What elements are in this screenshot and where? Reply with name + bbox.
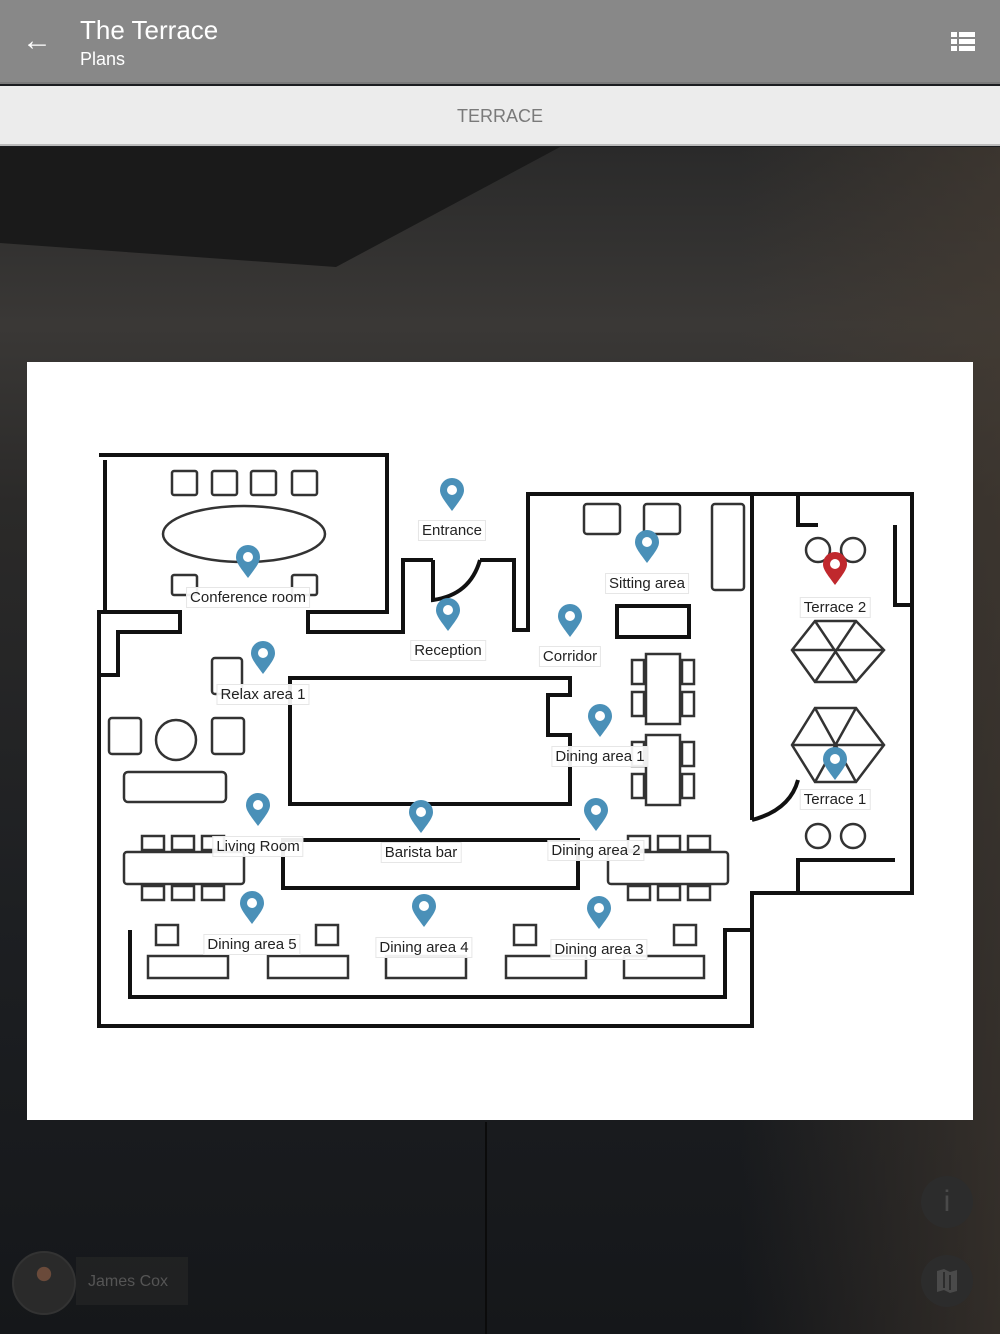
pin-label[interactable]: Living Room <box>212 836 304 857</box>
map-pin-icon[interactable] <box>586 896 612 930</box>
map-pin-icon[interactable] <box>587 704 613 738</box>
page-title: The Terrace <box>80 15 219 45</box>
map-pin-icon[interactable] <box>245 793 271 827</box>
pin-label[interactable]: Entrance <box>417 520 487 541</box>
umbrella-shape <box>0 147 560 267</box>
pin-label[interactable]: Dining area 5 <box>203 934 301 955</box>
pin-label[interactable]: Dining area 1 <box>551 746 649 767</box>
list-view-icon[interactable] <box>951 32 975 52</box>
map-pin-icon[interactable] <box>411 894 437 928</box>
map-pin-icon[interactable] <box>235 545 261 579</box>
map-pin-icon[interactable] <box>435 598 461 632</box>
map-pin-icon[interactable] <box>583 798 609 832</box>
map-pin-icon[interactable] <box>439 478 465 512</box>
info-button[interactable]: i <box>921 1176 973 1228</box>
page-subtitle: Plans <box>80 49 126 69</box>
pin-label[interactable]: Sitting area <box>605 573 689 594</box>
map-pin-icon[interactable] <box>822 552 848 586</box>
floor-plan-drawing <box>97 453 914 1028</box>
floor-plan[interactable]: Entrance Conference room Sitting area Te… <box>27 362 973 1120</box>
info-icon: i <box>943 1185 951 1218</box>
tab-bar: TERRACE <box>0 86 1000 146</box>
pin-label[interactable]: Dining area 4 <box>375 937 473 958</box>
avatar[interactable] <box>12 1251 76 1315</box>
pin-label[interactable]: Conference room <box>186 587 310 608</box>
floor-seam <box>485 1122 487 1334</box>
pin-label[interactable]: Dining area 2 <box>547 840 645 861</box>
user-name-background <box>76 1257 188 1305</box>
map-icon <box>937 1269 957 1293</box>
pin-label[interactable]: Barista bar <box>380 842 462 863</box>
map-pin-icon[interactable] <box>239 891 265 925</box>
pin-label[interactable]: Relax area 1 <box>216 684 310 705</box>
pin-label[interactable]: Terrace 1 <box>799 789 871 810</box>
map-pin-icon[interactable] <box>557 604 583 638</box>
map-pin-icon[interactable] <box>822 747 848 781</box>
map-pin-icon[interactable] <box>634 530 660 564</box>
user-name: James Cox <box>88 1273 169 1290</box>
pin-label[interactable]: Dining area 3 <box>550 939 648 960</box>
pin-label[interactable]: Terrace 2 <box>799 597 871 618</box>
map-pin-icon[interactable] <box>408 800 434 834</box>
map-button[interactable] <box>921 1255 973 1307</box>
arrow-left-icon[interactable]: ← <box>22 24 52 57</box>
app-bar: ← The Terrace Plans <box>0 0 1000 84</box>
tab-terrace[interactable]: TERRACE <box>456 106 543 126</box>
pin-label[interactable]: Reception <box>410 640 486 661</box>
map-pin-icon[interactable] <box>250 641 276 675</box>
pin-label[interactable]: Corridor <box>538 646 602 667</box>
